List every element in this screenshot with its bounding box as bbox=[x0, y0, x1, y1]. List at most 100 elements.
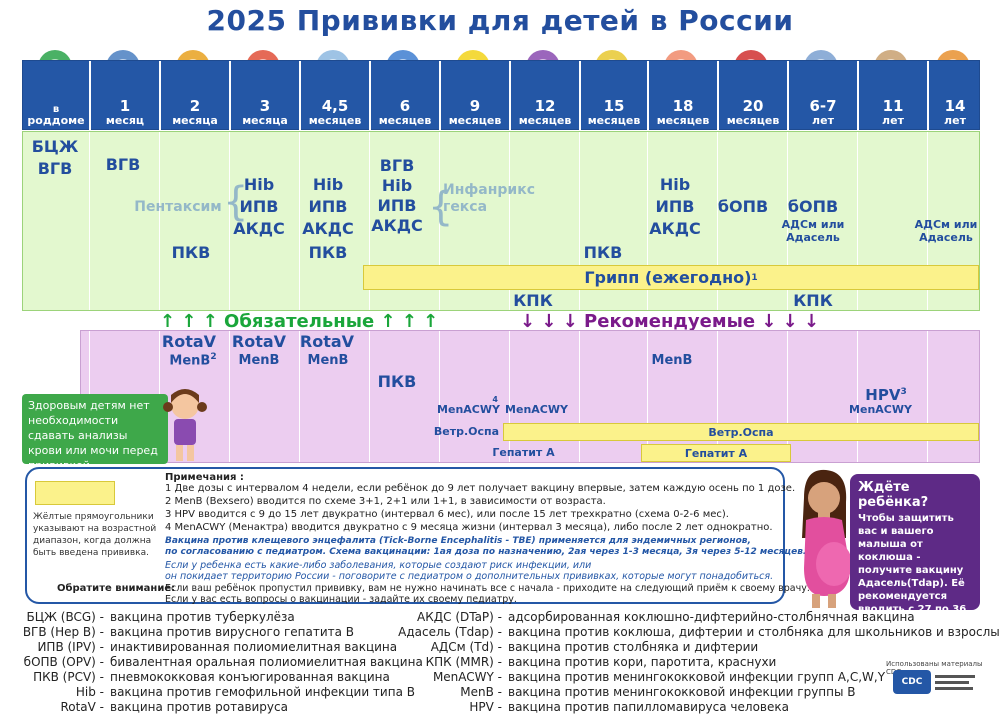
pregnant-woman-illustration bbox=[802, 469, 852, 608]
risk-note-1: Если у ребенка есть какие-либо заболеван… bbox=[165, 560, 592, 571]
column-divider bbox=[89, 132, 90, 310]
column-divider bbox=[229, 132, 230, 310]
column-divider bbox=[927, 331, 928, 462]
vaccine-vgv-1m: ВГВ bbox=[105, 155, 141, 174]
vaccine-kpk-6-7y: КПК bbox=[793, 291, 833, 310]
glossary-row: КПК (MMR) -вакцина против кори, паротита… bbox=[390, 655, 777, 669]
note-1: 1 Две дозы с интервалом 4 недели, если р… bbox=[165, 483, 796, 494]
yellow-swatch bbox=[35, 481, 115, 505]
age-number: 6 bbox=[399, 97, 411, 115]
vaccine-pkv-45m: ПКВ bbox=[308, 243, 348, 262]
vaccine-menb-2m: MenB2 bbox=[163, 352, 223, 368]
glossary-term: MenACWY - bbox=[432, 670, 502, 684]
column-divider bbox=[439, 331, 440, 462]
cdc-logo: CDC bbox=[893, 670, 931, 694]
glossary-definition: пневмококковая конъюгированная вакцина bbox=[110, 670, 390, 684]
glossary-term: HPV - bbox=[469, 700, 502, 714]
glossary-row: RotaV -вакцина против ротавируса bbox=[0, 700, 288, 714]
varicella-range-bar: Ветр.Оспа bbox=[503, 423, 979, 441]
age-unit: месяцев bbox=[378, 114, 432, 127]
glossary-row: АКДС (DTaP) - адсорбированная коклюшно-ди… bbox=[390, 610, 915, 624]
menacwy-9m-label: MenACWY bbox=[437, 403, 500, 416]
note-4: 4 MenACWY (Менактра) вводится двукратно … bbox=[165, 522, 773, 533]
glossary-row: Hib - вакцина против гемофильной инфекции… bbox=[0, 685, 415, 699]
vaccine-menacwy-11y: MenACWY bbox=[849, 403, 912, 416]
vaccine-pkv-2m: ПКВ bbox=[171, 243, 211, 262]
vaccine-menb-3m: MenB bbox=[238, 353, 280, 368]
vaccine-bopv-20m: бОПВ bbox=[717, 197, 769, 216]
notes-heading: Примечания : bbox=[165, 472, 244, 483]
glossary-row: MenACWY -вакцина против менингококковой … bbox=[390, 670, 885, 684]
vaccine-hepa-12m: Гепатит А bbox=[492, 446, 555, 459]
column-divider bbox=[787, 132, 788, 310]
column-divider bbox=[857, 331, 858, 462]
pregnancy-box: Ждёте ребёнка? Чтобы защитить вас и ваше… bbox=[850, 474, 980, 680]
glossary-term: АКДС (DTaP) - bbox=[417, 610, 502, 624]
age-unit: месяца bbox=[242, 114, 288, 127]
column-divider bbox=[927, 132, 928, 310]
age-unit: месяц bbox=[105, 114, 145, 127]
pentaxim-brace: { bbox=[223, 179, 249, 225]
glossary-term: Hib - bbox=[75, 685, 104, 699]
hpv-label: HPV bbox=[865, 386, 901, 404]
page-title: 2025 Прививки для детей в России bbox=[206, 4, 794, 37]
column-divider bbox=[509, 132, 510, 310]
girl-illustration bbox=[163, 389, 207, 461]
glossary-definition: вакцина против кори, паротита, краснухи bbox=[508, 655, 777, 669]
glossary-definition: адсорбированная коклюшно-дифтерийно-стол… bbox=[508, 610, 915, 624]
age-number: 6-7 bbox=[809, 97, 837, 115]
glossary-row: БЦЖ (BCG) -вакцина против туберкулёза bbox=[0, 610, 295, 624]
vaccine-bopv-6-7y: бОПВ bbox=[787, 197, 839, 216]
menacwy-footnote-mark: 4 bbox=[492, 395, 498, 404]
age-number: 4,5 bbox=[321, 97, 349, 115]
glossary-definition: вакцина против гемофильной инфекции типа… bbox=[110, 685, 415, 699]
flu-annual-bar: Грипп (ежегодно)1 bbox=[363, 265, 979, 290]
age-unit: месяцев bbox=[726, 114, 780, 127]
tbe-note-2: по согласованию с педиатром. Схема вакци… bbox=[165, 547, 807, 557]
age-number: 18 bbox=[672, 97, 694, 115]
age-unit: месяцев bbox=[308, 114, 362, 127]
column-divider bbox=[299, 132, 300, 310]
age-unit: роддоме bbox=[27, 114, 85, 127]
glossary-term: БЦЖ (BCG) - bbox=[26, 610, 105, 624]
glossary-row: HPV -вакцина против папилломавируса чело… bbox=[390, 700, 789, 714]
age-number: 11 bbox=[882, 97, 904, 115]
age-unit: месяцев bbox=[587, 114, 641, 127]
age-number: 15 bbox=[603, 97, 625, 115]
vaccine-rotav-2m: RotaV bbox=[161, 332, 217, 351]
flu-footnote-mark: 1 bbox=[751, 272, 758, 283]
vaccine-rotav-45m: RotaV bbox=[299, 332, 355, 351]
glossary-row: ИПВ (IPV) -инактивированная полиомиелитн… bbox=[0, 640, 397, 654]
glossary-definition: вакцина против столбняка и дифтерии bbox=[508, 640, 759, 654]
infanrix-brace: { bbox=[428, 184, 454, 230]
age-number: 1 bbox=[119, 97, 131, 115]
vaccine-menb-45m: MenB bbox=[307, 353, 349, 368]
hpv-footnote-mark: 3 bbox=[900, 387, 907, 397]
hepa-range-bar: Гепатит А bbox=[641, 444, 791, 462]
glossary-term: ПКВ (PCV) - bbox=[33, 670, 104, 684]
column-divider bbox=[717, 132, 718, 310]
glossary-term: бОПВ (OPV) - bbox=[23, 655, 104, 669]
glossary-definition: вакцина против коклюша, дифтерии и столб… bbox=[508, 625, 1000, 639]
vaccine-rotav-3m: RotaV bbox=[231, 332, 287, 351]
menb-2m-label: MenB bbox=[169, 353, 211, 369]
risk-note-2: он покидает территорию России - поговори… bbox=[165, 571, 774, 582]
note-3: 3 HPV вводится с 9 до 15 лет двукратно (… bbox=[165, 509, 729, 520]
vaccine-kpk-12m: КПК bbox=[513, 291, 553, 310]
age-number: в bbox=[52, 104, 60, 115]
column-divider bbox=[787, 331, 788, 462]
attention-note-1: Если ваш ребёнок пропустил прививку, вам… bbox=[165, 583, 810, 594]
glossary-definition: бивалентная оральная полиомиелитная вакц… bbox=[110, 655, 423, 669]
age-number: 12 bbox=[534, 97, 556, 115]
